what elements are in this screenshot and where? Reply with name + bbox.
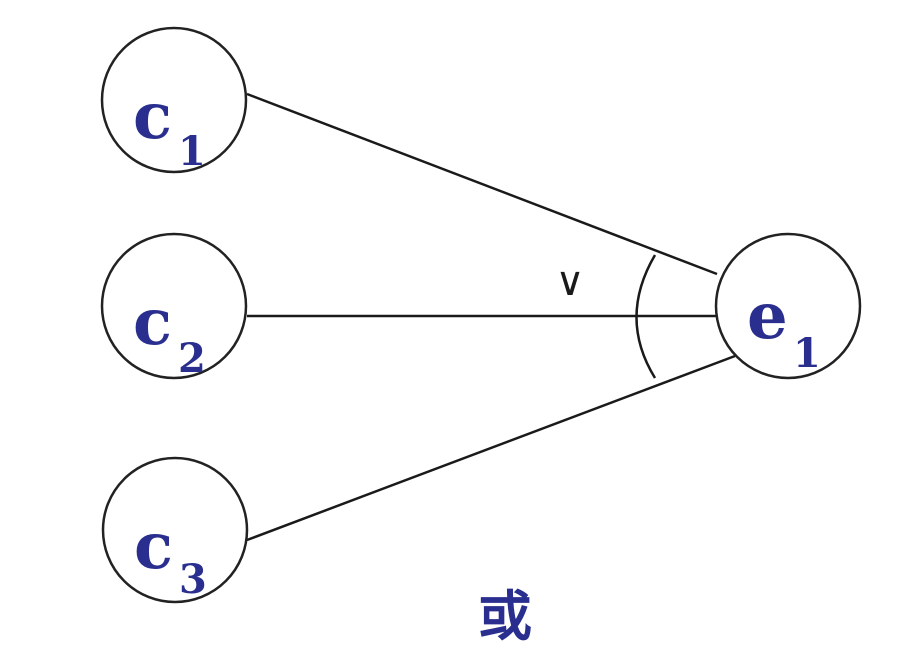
edge-c1-e1 xyxy=(246,92,718,276)
node-e1-subscript: 1 xyxy=(793,330,821,377)
or-arc xyxy=(635,254,657,379)
node-c1-subscript: 1 xyxy=(178,128,206,175)
node-c3-circle xyxy=(101,456,249,604)
node-c3: c 3 xyxy=(101,456,249,604)
node-c3-label: c xyxy=(134,509,173,584)
node-e1: e 1 xyxy=(714,232,862,380)
node-e1-circle xyxy=(714,232,862,380)
node-c2: c 2 xyxy=(100,232,248,382)
or-operator-symbol: ∨ xyxy=(555,259,584,305)
node-c2-subscript: 2 xyxy=(178,335,206,382)
node-c2-circle xyxy=(100,232,248,380)
node-c1-circle xyxy=(100,26,248,174)
edge-c3-e1 xyxy=(246,354,736,542)
node-c1: c 1 xyxy=(100,26,248,175)
node-c3-subscript: 3 xyxy=(179,556,207,603)
node-c2-label: c xyxy=(133,285,172,360)
node-e1-label: e xyxy=(747,279,788,354)
caption-or: 或 xyxy=(478,585,532,648)
node-c1-label: c xyxy=(133,79,172,154)
